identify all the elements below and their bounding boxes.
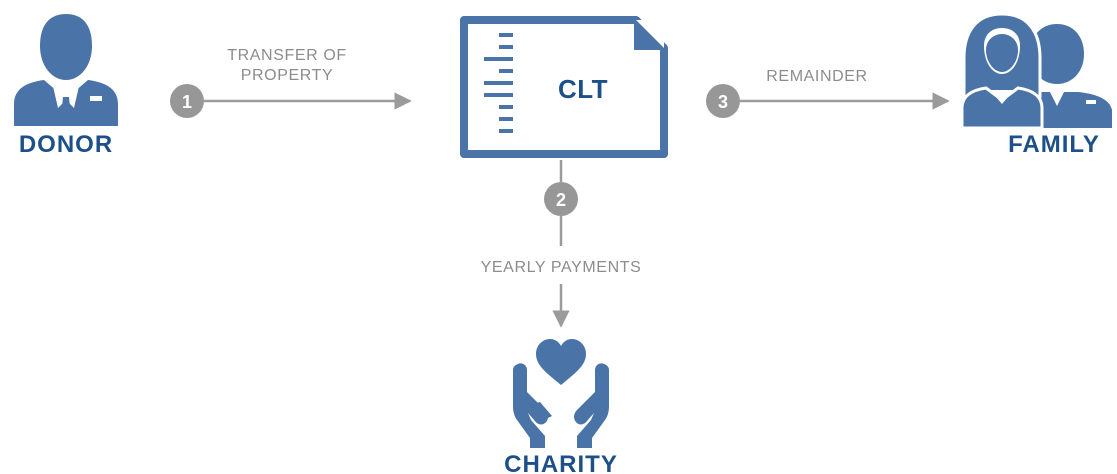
left-hand-icon [513, 363, 548, 448]
yearly-payments-label: YEARLY PAYMENTS [481, 259, 642, 276]
clt-node: CLT [460, 16, 668, 158]
edge-yearly-payments: 2 YEARLY PAYMENTS [481, 160, 642, 328]
donor-label: DONOR [19, 131, 113, 158]
edge-transfer: 1 TRANSFER OF PROPERTY [170, 47, 412, 118]
ruler-ticks [484, 33, 513, 133]
family-label: FAMILY [1008, 131, 1100, 158]
step-number-1: 1 [182, 92, 192, 112]
heart-hands-icon [513, 339, 609, 448]
man-figure [1030, 24, 1112, 128]
step-number-3: 3 [718, 92, 728, 112]
step-badge-1: 1 [170, 84, 204, 118]
step-badge-3: 3 [706, 84, 740, 118]
family-icon [960, 12, 1112, 130]
step-badge-2: 2 [544, 182, 578, 216]
right-hand-icon [574, 363, 609, 448]
remainder-label: REMAINDER [766, 68, 867, 85]
step-number-2: 2 [556, 190, 566, 210]
charity-node: CHARITY [504, 339, 618, 474]
clt-label: CLT [558, 74, 608, 104]
transfer-label-line2: PROPERTY [241, 67, 334, 84]
document-icon [460, 16, 668, 158]
charity-label: CHARITY [504, 451, 618, 474]
transfer-label-line1: TRANSFER OF [227, 47, 347, 64]
edge-remainder: 3 REMAINDER [706, 68, 950, 118]
businessman-icon [14, 14, 118, 126]
family-node: FAMILY [960, 12, 1112, 158]
woman-figure [960, 12, 1044, 130]
heart-icon [536, 339, 586, 385]
donor-node: DONOR [14, 14, 118, 158]
